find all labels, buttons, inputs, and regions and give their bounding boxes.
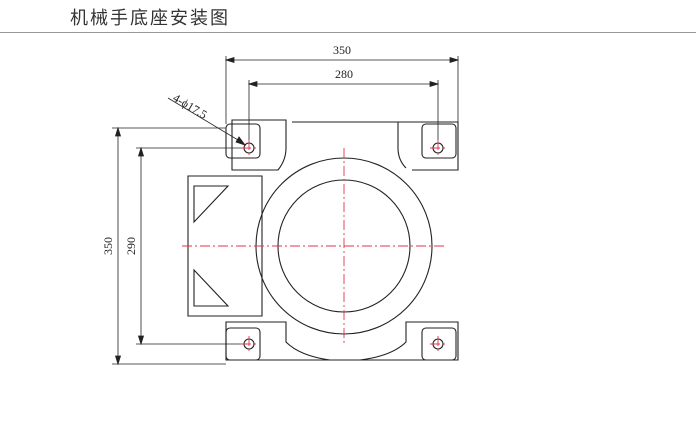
arrow-350v-bottom xyxy=(114,355,122,366)
lower-body-edge xyxy=(225,321,459,361)
upper-right-body-edge xyxy=(398,121,459,171)
left-side-block xyxy=(187,175,263,317)
dim-label-overall-height: 350 xyxy=(101,237,115,255)
upper-triangle-recess xyxy=(193,185,230,224)
dim-label-hole-pitch-y: 290 xyxy=(124,237,138,255)
mounting-pad-top-left xyxy=(225,123,261,159)
title-bar: 机械手底座安装图 xyxy=(0,0,696,34)
arrow-280-left xyxy=(247,80,258,88)
dim-label-overall-width: 350 xyxy=(333,43,351,57)
arrow-280-right xyxy=(429,80,440,88)
dim-label-hole-callout: 4-ϕ17.5 xyxy=(170,91,209,122)
mounting-holes xyxy=(225,123,457,361)
mounting-pad-bottom-right xyxy=(421,327,457,361)
centerlines xyxy=(182,140,446,352)
page-title: 机械手底座安装图 xyxy=(70,8,230,29)
dimension-lines xyxy=(112,56,460,366)
arrow-350-top-left xyxy=(224,56,235,64)
upper-left-body-edge xyxy=(231,119,287,171)
base-outline xyxy=(187,119,459,361)
arrow-350v-top xyxy=(114,126,122,137)
dim-label-hole-pitch-x: 280 xyxy=(335,67,353,81)
arrow-290-bottom xyxy=(137,335,145,346)
hole-callout-leader xyxy=(167,97,244,144)
top-boss-edge xyxy=(292,121,407,169)
mounting-pad-top-right xyxy=(421,123,457,159)
lower-triangle-recess xyxy=(193,268,230,307)
hole-callout-arrow xyxy=(235,136,247,146)
arrow-350-top-right xyxy=(449,56,460,64)
arrow-290-top xyxy=(137,146,145,157)
title-divider xyxy=(0,32,696,33)
